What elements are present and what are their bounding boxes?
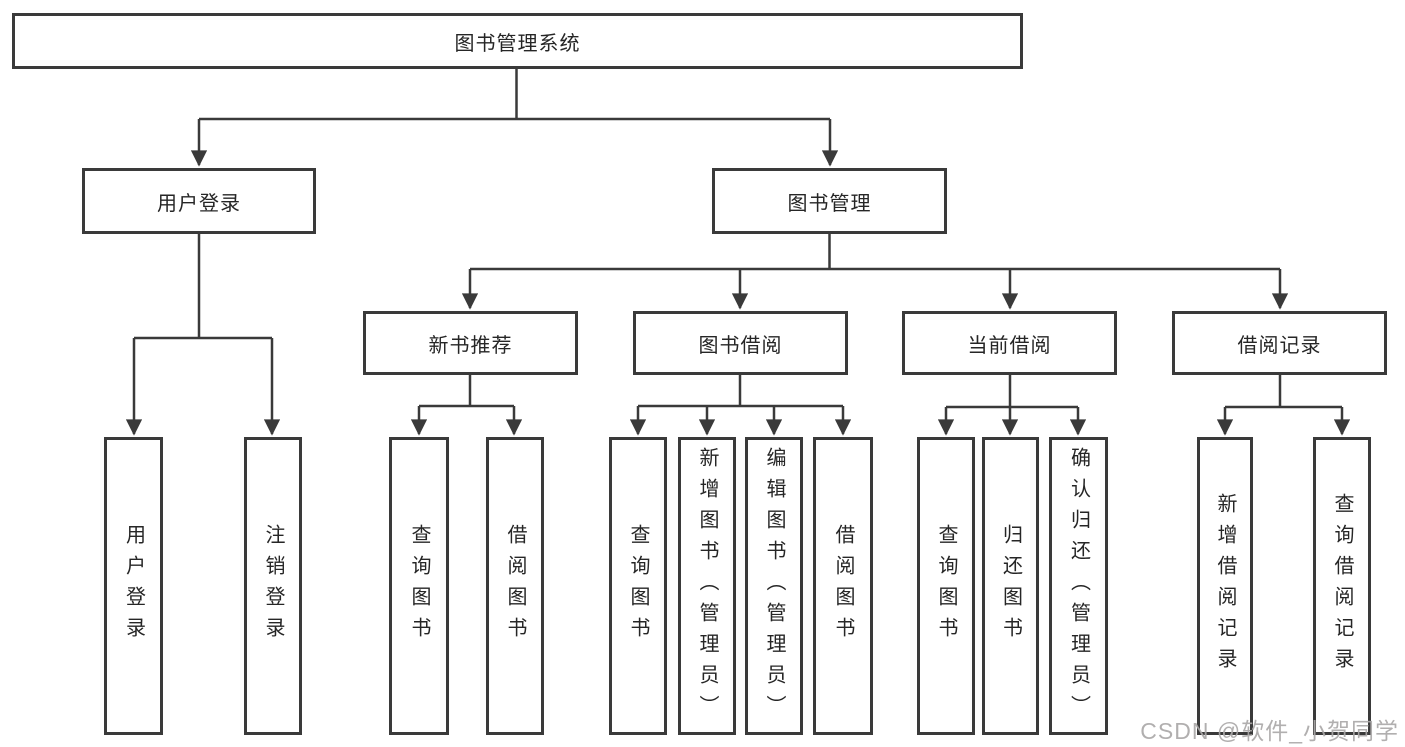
leaf-return-book: 归还图书 (982, 437, 1039, 735)
node-user-login: 用户登录 (82, 168, 316, 234)
node-current-borrow: 当前借阅 (902, 311, 1117, 375)
leaf-query-books-2: 查询图书 (609, 437, 667, 735)
leaf-borrow-books-2: 借阅图书 (813, 437, 873, 735)
watermark: CSDN @软件_小贺同学 (1140, 718, 1399, 744)
connector-segments (134, 69, 1342, 409)
leaf-query-borrow-record: 查询借阅记录 (1313, 437, 1371, 735)
node-book-borrow: 图书借阅 (633, 311, 848, 375)
leaf-logout: 注销登录 (244, 437, 302, 735)
leaf-edit-book-admin: 编辑图书（管理员） (745, 437, 803, 735)
leaf-query-books-1: 查询图书 (389, 437, 449, 735)
leaf-add-borrow-record: 新增借阅记录 (1197, 437, 1253, 735)
leaf-add-book-admin: 新增图书（管理员） (678, 437, 736, 735)
leaf-borrow-books-1: 借阅图书 (486, 437, 544, 735)
node-borrow-records: 借阅记录 (1172, 311, 1387, 375)
node-new-book-recommend: 新书推荐 (363, 311, 578, 375)
node-book-management: 图书管理 (712, 168, 947, 234)
leaf-query-books-3: 查询图书 (917, 437, 975, 735)
node-root: 图书管理系统 (12, 13, 1023, 69)
leaf-user-login: 用户登录 (104, 437, 163, 735)
leaf-confirm-return-admin: 确认归还（管理员） (1049, 437, 1108, 735)
